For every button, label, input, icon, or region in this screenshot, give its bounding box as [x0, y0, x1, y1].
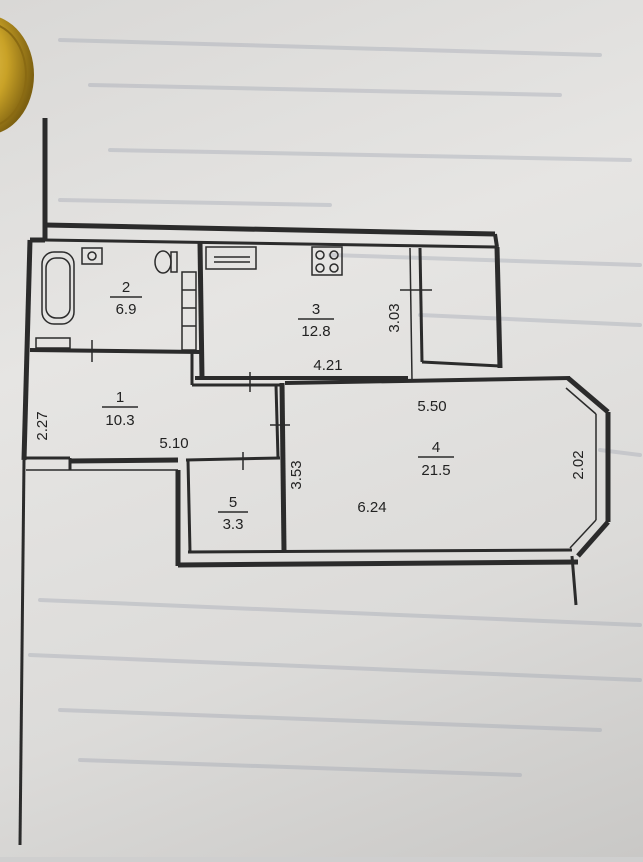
coin-face [0, 17, 34, 133]
dimension-corridor-length: 5.10 [159, 435, 188, 452]
loggia-inner-wall [418, 247, 424, 363]
living-top-wall [284, 376, 571, 385]
dimension-kitchen-depth: 3.03 [386, 303, 403, 332]
door-markers [91, 289, 432, 470]
walls [18, 118, 611, 846]
storage-top-wall [185, 456, 281, 462]
toilet-icon [154, 250, 172, 274]
dimension-corridor-width: 2.27 [34, 411, 51, 440]
room-5-number: 5 [229, 494, 237, 511]
paper-bleedthrough-text [28, 38, 642, 777]
room-5-area: 3.3 [223, 516, 244, 533]
room-1-area: 10.3 [105, 412, 134, 429]
room-4-area: 21.5 [421, 462, 450, 479]
ventilation-shaft-icon [181, 271, 197, 351]
kitchen-bath-partition [197, 242, 205, 379]
room-3-number: 3 [312, 301, 320, 318]
dimension-living-depth: 3.53 [288, 460, 305, 489]
bathtub-icon [41, 251, 75, 325]
kitchen-sink-icon [205, 246, 257, 270]
bottom-wall [177, 559, 579, 568]
bay-window-top [566, 376, 610, 414]
left-wall [21, 239, 33, 461]
loggia-right-wall [494, 246, 503, 369]
corridor-bottom-wall [69, 457, 179, 464]
dimension-kitchen-width: 4.21 [313, 357, 342, 374]
bathroom-fixtures [35, 247, 197, 351]
dimension-living-width: 5.50 [417, 398, 446, 415]
bay-window-bottom [576, 520, 610, 558]
sink-icon [81, 247, 103, 265]
living-left-wall [279, 382, 287, 551]
room-4-number: 4 [432, 439, 440, 456]
washer-icon [35, 337, 71, 349]
room-1-number: 1 [116, 389, 124, 406]
top-wall [44, 222, 496, 237]
room-2-number: 2 [122, 279, 130, 296]
coin [0, 0, 40, 145]
dimension-bay-window: 2.02 [570, 450, 587, 479]
bathroom-bottom-wall [29, 348, 201, 354]
kitchen-fixtures [205, 246, 343, 276]
room-3-area: 12.8 [301, 323, 330, 340]
stove-icon [311, 246, 343, 276]
dimension-living-length: 6.24 [357, 499, 386, 516]
room-2-area: 6.9 [116, 301, 137, 318]
